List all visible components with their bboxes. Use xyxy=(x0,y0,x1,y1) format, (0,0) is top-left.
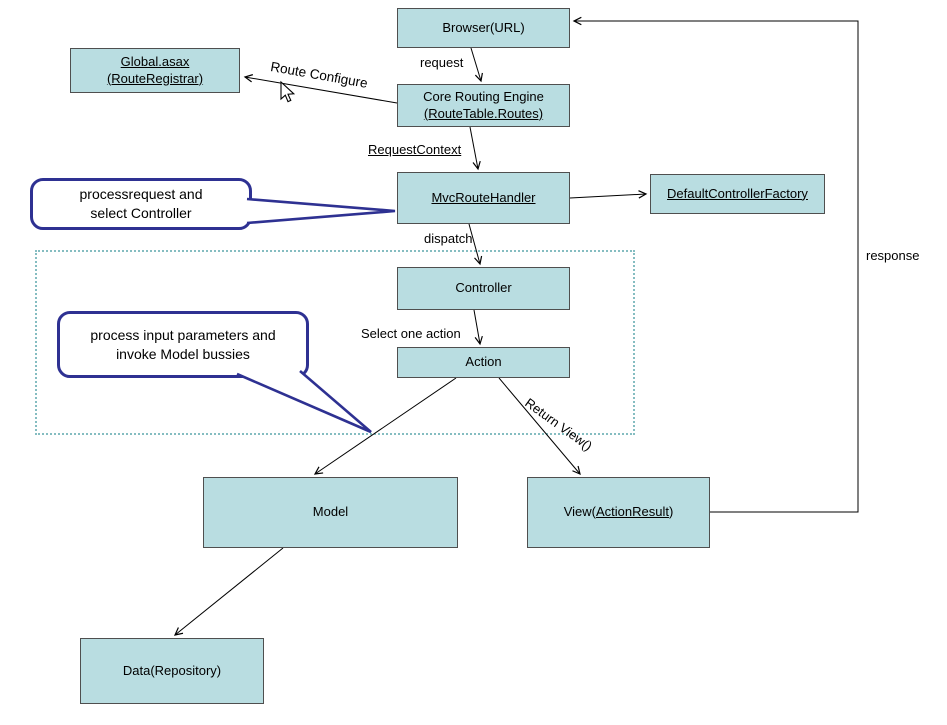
box-view: View(ActionResult) xyxy=(527,477,710,548)
box-action-label: Action xyxy=(465,354,502,370)
box-action: Action xyxy=(397,347,570,378)
arrow-model-to-data xyxy=(173,547,284,636)
callout-process-request-line2: select Controller xyxy=(90,205,192,221)
box-data-repository-label: Data(Repository) xyxy=(122,662,222,678)
label-route-configure: Route Configure xyxy=(269,59,369,91)
box-browser: Browser(URL) xyxy=(397,8,570,48)
callout-process-request-tail xyxy=(246,197,396,225)
box-view-label: View(ActionResult) xyxy=(564,504,674,521)
box-default-controller-factory: DefaultControllerFactory xyxy=(650,174,825,214)
box-core-routing-line2: (RouteTable.Routes) xyxy=(423,105,544,121)
label-request-context: RequestContext xyxy=(368,142,462,157)
box-core-routing-line1: Core Routing Engine xyxy=(423,88,544,104)
arrow-browser-to-core xyxy=(470,47,483,83)
box-global-asax-line2: (RouteRegistrar) xyxy=(106,70,204,86)
callout-process-input-line1: process input parameters and xyxy=(90,326,276,343)
box-global-asax-line1: Global.asax xyxy=(120,53,190,69)
callout-process-request-line1: processrequest and xyxy=(79,186,203,203)
box-browser-label: Browser(URL) xyxy=(442,19,525,35)
box-core-routing-engine: Core Routing Engine (RouteTable.Routes) xyxy=(397,84,570,127)
box-view-suffix: ) xyxy=(668,504,674,520)
callout-process-request: processrequest and select Controller xyxy=(30,178,252,230)
box-model-label: Model xyxy=(312,504,349,520)
box-mvc-route-handler-label: MvcRouteHandler xyxy=(431,189,536,205)
label-request: request xyxy=(420,55,464,70)
label-select-one-action: Select one action xyxy=(361,326,461,341)
box-view-actionresult: ActionResult xyxy=(595,504,669,520)
box-data-repository: Data(Repository) xyxy=(80,638,264,704)
box-global-asax: Global.asax (RouteRegistrar) xyxy=(70,48,240,93)
box-controller: Controller xyxy=(397,267,570,310)
box-default-controller-factory-label: DefaultControllerFactory xyxy=(667,185,808,201)
label-dispatch: dispatch xyxy=(424,231,473,246)
box-view-prefix: View( xyxy=(563,504,596,520)
arrow-mvcroutehandler-to-factory xyxy=(569,190,648,199)
box-model: Model xyxy=(203,477,458,548)
callout-process-input: process input parameters and invoke Mode… xyxy=(57,311,309,378)
arrow-core-to-mvcroutehandler xyxy=(469,126,481,171)
label-response: response xyxy=(866,248,920,263)
box-mvc-route-handler: MvcRouteHandler xyxy=(397,172,570,224)
box-controller-label: Controller xyxy=(455,280,512,296)
callout-process-input-line2: invoke Model bussies xyxy=(116,345,250,362)
mouse-cursor-icon xyxy=(280,80,296,103)
